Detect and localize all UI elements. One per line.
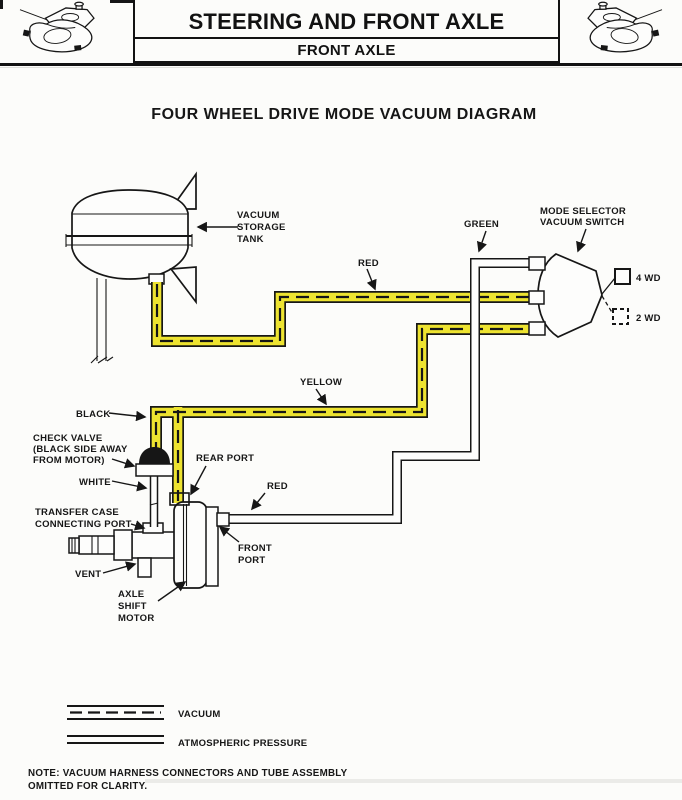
- arrow-red-top: [366, 268, 377, 291]
- check-valve-dome: [139, 447, 170, 464]
- legend: VACUUM ATMOSPHERIC PRESSURE: [67, 705, 307, 749]
- svg-text:STORAGE: STORAGE: [237, 222, 286, 233]
- shaft: [78, 535, 115, 555]
- check-valve: [135, 447, 174, 477]
- fourwd-indicator: [614, 268, 631, 285]
- svg-text:PORT: PORT: [238, 555, 265, 566]
- label-4wd: 4 WD: [636, 273, 661, 284]
- footnote: NOTE: VACUUM HARNESS CONNECTORS AND TUBE…: [28, 768, 348, 792]
- label-mode-selector: MODE SELECTOR: [540, 206, 626, 217]
- rear-port: [169, 492, 190, 506]
- hose-yellow-black-vacuum: [150, 323, 543, 503]
- header-box: STEERING AND FRONT AXLE FRONT AXLE: [133, 0, 560, 63]
- twowd-indicator: [612, 308, 629, 325]
- svg-text:(BLACK SIDE AWAY: (BLACK SIDE AWAY: [33, 444, 128, 455]
- label-green: GREEN: [464, 219, 499, 230]
- arrow-rear-port: [190, 465, 207, 496]
- check-valve-stem: [149, 473, 159, 527]
- label-yellow: YELLOW: [300, 377, 342, 388]
- legend-vacuum-sample: [67, 705, 164, 720]
- label-transfer-case: TRANSFER CASE: [35, 507, 119, 518]
- arrow-vent: [102, 561, 137, 574]
- mode-selector-vacuum-switch: [528, 253, 631, 338]
- arrow-white: [111, 480, 148, 492]
- svg-text:TANK: TANK: [237, 234, 264, 245]
- scan-artifact: [0, 0, 3, 9]
- label-vacuum-storage-tank: VACUUM: [237, 210, 280, 221]
- arrow-axle-shift-motor: [157, 581, 187, 602]
- label-red-top: RED: [358, 258, 379, 269]
- section-subtitle: FRONT AXLE: [297, 42, 396, 59]
- front-port: [216, 512, 230, 527]
- arrow-transfer-case: [130, 520, 146, 531]
- label-rear-port: REAR PORT: [196, 453, 254, 464]
- motor-flange: [205, 506, 219, 587]
- callout-arrows: [102, 221, 587, 602]
- arrow-front-port: [218, 526, 240, 543]
- hose-red-vacuum: [151, 282, 543, 347]
- arrow-mode-selector: [576, 228, 587, 253]
- tank-bracket-bottom: [169, 266, 197, 305]
- footnote-line-2: OMITTED FOR CLARITY.: [28, 781, 147, 792]
- svg-text:VACUUM SWITCH: VACUUM SWITCH: [540, 217, 624, 228]
- switch-port-middle: [528, 290, 545, 305]
- label-vent: VENT: [75, 569, 101, 580]
- label-black: BLACK: [76, 409, 111, 420]
- arrow-yellow: [315, 388, 327, 406]
- legend-vacuum-label: VACUUM: [178, 709, 221, 720]
- label-2wd: 2 WD: [636, 313, 661, 324]
- label-white: WHITE: [79, 477, 111, 488]
- scan-artifact: [145, 779, 682, 783]
- label-red-lower: RED: [267, 481, 288, 492]
- svg-text:MOTOR: MOTOR: [118, 613, 154, 624]
- header-rule: [0, 63, 682, 66]
- arrow-green: [476, 230, 487, 253]
- switch-port-bottom: [528, 321, 546, 336]
- diagram-labels: VACUUM STORAGE TANK RED GREEN MODE SELEC…: [33, 206, 661, 624]
- footnote-line-1: NOTE: VACUUM HARNESS CONNECTORS AND TUBE…: [28, 768, 348, 779]
- switch-port-top: [528, 256, 546, 271]
- control-arm-icon-left: [19, 1, 95, 53]
- label-front-port: FRONT: [238, 543, 272, 554]
- legend-atmospheric-sample: [67, 735, 164, 744]
- vent-port: [137, 557, 152, 578]
- label-axle-shift-motor: AXLE: [118, 589, 144, 600]
- svg-text:SHIFT: SHIFT: [118, 601, 147, 612]
- vacuum-storage-tank: [65, 171, 197, 364]
- control-arm-icon-right: [587, 1, 663, 53]
- arrow-check-valve: [111, 458, 136, 469]
- shaft-collar: [113, 529, 133, 561]
- diagram-title: FOUR WHEEL DRIVE MODE VACUUM DIAGRAM: [151, 106, 536, 123]
- motor-housing: [131, 531, 176, 559]
- svg-text:FROM MOTOR): FROM MOTOR): [33, 455, 105, 466]
- svg-text:CONNECTING PORT: CONNECTING PORT: [35, 519, 132, 530]
- arrow-red-lower: [251, 492, 266, 511]
- scan-artifact: [110, 0, 144, 3]
- scan-noise-line: [0, 67, 682, 68]
- motor-body: [173, 501, 208, 589]
- page-title: STEERING AND FRONT AXLE: [135, 0, 558, 39]
- legend-atmospheric-label: ATMOSPHERIC PRESSURE: [178, 738, 307, 749]
- axle-shift-motor: [68, 492, 219, 589]
- label-check-valve: CHECK VALVE: [33, 433, 102, 444]
- shaft-end: [68, 537, 80, 554]
- arrow-black: [108, 410, 147, 422]
- hose-green-red-atmospheric: [222, 258, 543, 524]
